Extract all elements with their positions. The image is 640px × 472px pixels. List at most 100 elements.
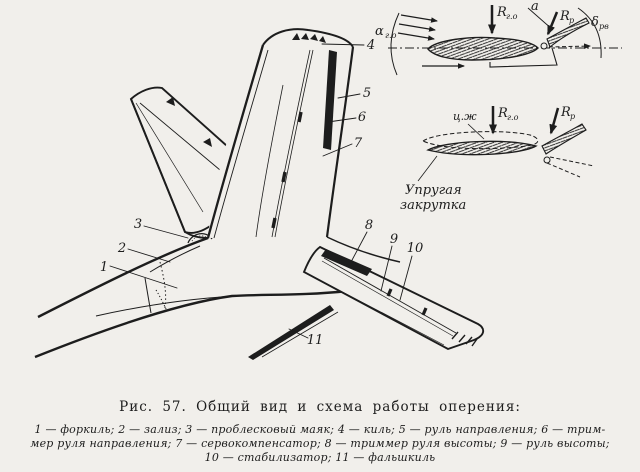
callout-number-1: 1 bbox=[100, 260, 108, 275]
callout-number-3: 3 bbox=[134, 217, 142, 232]
callout-line-6 bbox=[327, 117, 357, 123]
force-diagram-bottom: ц.ж R г.о R р Упругая закрутка bbox=[400, 105, 595, 213]
dorsal-fin-front-edge bbox=[144, 277, 152, 314]
airflow-arrows bbox=[397, 14, 438, 41]
elevator-alt-dashed-1 bbox=[549, 156, 595, 167]
r-p-sub-label: р bbox=[569, 16, 574, 25]
alpha-label: α bbox=[375, 24, 384, 39]
left-stabilizer-trailing-edge bbox=[130, 98, 208, 239]
elevator-alt-dashed-2 bbox=[546, 162, 581, 178]
beacon-texture bbox=[191, 235, 210, 242]
callout-number-7: 7 bbox=[354, 136, 363, 151]
fin-spar-line bbox=[255, 84, 284, 238]
elevator-hinge-point bbox=[540, 42, 548, 50]
alpha-sub-label: г.о bbox=[385, 31, 397, 40]
elevator-section-deflected bbox=[546, 17, 590, 48]
rudder-hinge-bracket-1 bbox=[297, 111, 303, 123]
r-go-label-2: R bbox=[497, 106, 508, 121]
callout-number-6: 6 bbox=[358, 110, 366, 125]
control-linkage bbox=[489, 47, 558, 68]
twist-label-line2: закрутка bbox=[400, 198, 466, 213]
arm-label: a bbox=[531, 0, 539, 14]
left-hinge-mark-1 bbox=[166, 97, 175, 106]
callout-line-8 bbox=[350, 231, 368, 263]
left-elevator-inner-line bbox=[135, 102, 204, 213]
callout-line-7 bbox=[322, 143, 353, 157]
twist-label-line1: Упругая bbox=[405, 183, 462, 198]
stabilizer-airfoil-section bbox=[427, 36, 539, 61]
fin-fill bbox=[208, 29, 353, 238]
right-hinge-bracket-2 bbox=[421, 307, 428, 316]
r-p-sub-label-2: р bbox=[570, 112, 575, 121]
fin-leading-edge-inner bbox=[213, 49, 269, 239]
r-go-sub-label-2: г.о bbox=[507, 113, 519, 122]
untwisted-airfoil-dashed bbox=[421, 131, 539, 150]
tail-fairing-line bbox=[326, 236, 401, 263]
callout-line-9 bbox=[380, 245, 393, 292]
rudder-hinge-line-1 bbox=[271, 49, 311, 238]
delta-angle-arc bbox=[577, 7, 602, 59]
fuselage-crease-line bbox=[95, 295, 237, 317]
r-p-arrow bbox=[546, 11, 559, 36]
elevator-hinge-point-2 bbox=[543, 156, 551, 164]
callout-line-2 bbox=[127, 248, 171, 263]
tip-static-wicks bbox=[451, 331, 478, 347]
fin-tip-cap bbox=[262, 28, 354, 48]
right-elevator-hinge-line-1 bbox=[323, 257, 457, 334]
rudder-hinge-bracket-2 bbox=[281, 171, 287, 183]
ventral-fin-strip bbox=[248, 305, 334, 360]
r-p-label: R bbox=[559, 9, 570, 24]
left-elevator-hinge-line bbox=[139, 102, 221, 171]
delta-sub-label: рв bbox=[599, 22, 609, 31]
legend-line-1: 1 — форкиль; 2 — зализ; 3 — проблесковый… bbox=[34, 423, 606, 436]
rudder-trim-tab-black bbox=[323, 50, 337, 150]
rudder-trailing-edge bbox=[325, 46, 355, 238]
fillet-line bbox=[149, 245, 201, 273]
stiffness-center-label: ц.ж bbox=[453, 110, 477, 123]
right-stabilizer bbox=[302, 245, 485, 351]
force-diagram-top: α г.о R г.о a R р δ рв bbox=[375, 0, 622, 76]
figure-legend: 1 — форкиль; 2 — зализ; 3 — проблесковый… bbox=[4, 423, 636, 465]
callout-line-3 bbox=[143, 225, 189, 239]
callouts: 1 2 3 4 5 6 7 8 9 10 11 bbox=[100, 38, 423, 348]
rudder-hinge-line-2 bbox=[274, 49, 314, 238]
callout-line-5 bbox=[337, 93, 361, 99]
r-p-arrow-2 bbox=[549, 107, 560, 135]
frame-station-dotted bbox=[159, 261, 167, 314]
rudder-hinge-bracket-3 bbox=[271, 217, 277, 229]
callout-number-4: 4 bbox=[366, 38, 375, 53]
alpha-angle-arc bbox=[390, 12, 400, 76]
right-hinge-bracket-1 bbox=[386, 288, 393, 297]
right-elevator-inner-line bbox=[311, 275, 445, 346]
right-elevator-hinge-line-2 bbox=[321, 260, 454, 337]
callout-number-10: 10 bbox=[407, 241, 424, 256]
stiffness-center-leader bbox=[467, 123, 485, 140]
twist-leader bbox=[417, 155, 438, 182]
callout-line-1 bbox=[109, 265, 178, 289]
delta-label: δ bbox=[591, 15, 599, 30]
callout-number-8: 8 bbox=[365, 218, 373, 233]
r-p-label-2: R bbox=[560, 105, 571, 120]
callout-number-2: 2 bbox=[117, 241, 126, 256]
fuselage-side-edge bbox=[34, 289, 349, 359]
r-go-label: R bbox=[496, 5, 507, 20]
callout-line-11 bbox=[288, 328, 309, 339]
legend-line-3: 10 — стабилизатор; 11 — фальшкиль bbox=[204, 451, 436, 464]
legend-line-2: мер руля направления; 7 — сервокомпенсат… bbox=[30, 437, 610, 450]
callout-line-10 bbox=[399, 255, 413, 301]
ventral-fin bbox=[248, 305, 339, 360]
fuselage bbox=[34, 233, 349, 359]
callout-number-9: 9 bbox=[390, 232, 398, 247]
elevator-neutral-dashed bbox=[548, 43, 591, 49]
twisted-airfoil-section bbox=[426, 140, 538, 156]
callout-line-4 bbox=[321, 43, 365, 46]
fin-leading-edge bbox=[206, 44, 265, 239]
vertical-fin bbox=[206, 28, 355, 239]
r-go-sub-label: г.о bbox=[506, 12, 518, 21]
callout-number-5: 5 bbox=[363, 86, 371, 101]
dorsal-fin-ridge bbox=[37, 236, 209, 319]
callout-number-11: 11 bbox=[307, 333, 324, 348]
elevator-trim-tab-black bbox=[321, 249, 372, 276]
